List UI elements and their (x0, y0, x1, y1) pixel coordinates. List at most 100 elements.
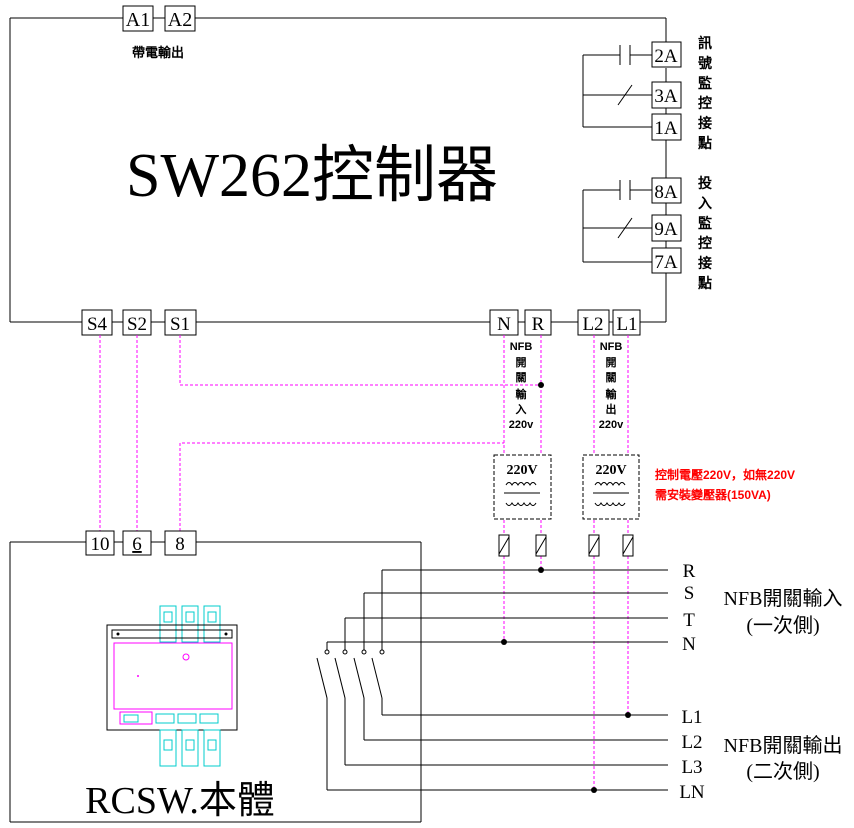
transformer-1-secondary (505, 502, 537, 506)
rcsw-box (9, 541, 422, 823)
fuse (622, 534, 634, 557)
input-caption-char: 接 (698, 255, 712, 271)
terminal-10: 10 (85, 530, 115, 556)
terminal-s4: S4 (81, 309, 113, 336)
terminal-s2: S2 (122, 309, 152, 336)
terminal-r-label: R (532, 314, 545, 335)
terminal-s2-label: S2 (127, 314, 147, 335)
top-terminal-caption: 帶電輸出 (132, 45, 184, 60)
control-wires (99, 335, 629, 790)
terminal-6-label: 6 (132, 534, 142, 555)
terminal-2a: 2A (651, 41, 682, 68)
fuses (498, 534, 634, 557)
terminal-a1: A1 (122, 5, 154, 32)
terminal-l1-label: L1 (616, 314, 637, 335)
terminal-9a-label: 9A (654, 219, 678, 240)
terminal-a2: A2 (164, 5, 196, 32)
terminal-2a-label: 2A (654, 46, 678, 67)
nfb-in-label-line: 輸 (516, 387, 528, 401)
input-caption-char: 投 (698, 175, 712, 191)
device-terminal-bottom (181, 729, 199, 767)
line-label-l1: L1 (681, 707, 702, 728)
signal-caption-char: 號 (698, 55, 712, 71)
terminal-7a: 7A (651, 247, 682, 274)
transformer-2-primary (594, 482, 626, 486)
line-label-t: T (683, 610, 695, 631)
nfb-out-label-line: 輸 (606, 387, 618, 401)
terminal-s1: S1 (164, 309, 197, 336)
line-label-l2: L2 (681, 732, 702, 753)
terminal-1a: 1A (651, 113, 682, 141)
voltage-note: 控制電壓220V，如無220V 需安裝變壓器(150VA) (655, 467, 795, 502)
power-lines (316, 569, 668, 791)
terminal-8a: 8A (651, 177, 682, 204)
nfb-in-label: NFB 開 關 輸 入 220v (509, 341, 534, 431)
transformer-2: 220V (582, 454, 640, 520)
transformer-1-label: 220V (506, 463, 537, 478)
nfb-input-subtitle: (一次側) (746, 614, 819, 637)
junction-dot (538, 382, 544, 388)
device-terminal-bottom (159, 729, 177, 767)
nfb-out-label: NFB 開 關 輸 出 220v (599, 341, 624, 431)
input-caption-char: 入 (698, 195, 712, 211)
line-label-r: R (683, 561, 696, 582)
output-line-labels: L1 L2 L3 LN (679, 707, 705, 803)
terminal-n: N (489, 309, 519, 336)
fuse (498, 534, 510, 557)
nfb-in-label-line: 關 (516, 371, 527, 384)
nfb-out-label-line: 開 (606, 356, 617, 369)
rcsw-device (106, 605, 238, 767)
input-caption-char: 監 (698, 215, 712, 231)
line-label-n: N (682, 634, 696, 655)
nfb-in-label-line: 入 (516, 403, 527, 416)
voltage-note-line1: 控制電壓220V，如無220V (655, 467, 795, 482)
transformer-1-primary (505, 482, 537, 486)
device-terminal-top (159, 605, 177, 643)
terminal-9a: 9A (651, 214, 682, 242)
terminal-a1-label: A1 (126, 9, 150, 31)
transformer-1: 220V (493, 454, 552, 520)
terminal-a2-label: A2 (168, 9, 192, 31)
nfb-input-title: NFB開關輸入 (724, 587, 843, 610)
nfb-in-label-line: NFB (510, 341, 533, 353)
input-caption: 投 入 監 控 接 點 (698, 175, 712, 291)
line-label-ln: LN (679, 782, 705, 803)
terminal-10-label: 10 (91, 534, 110, 555)
nfb-out-label-line: NFB (600, 341, 623, 353)
transformer-2-secondary (594, 502, 626, 506)
input-contacts (582, 180, 667, 263)
signal-caption: 訊 號 監 控 接 點 (698, 35, 712, 151)
terminal-n-label: N (497, 314, 511, 335)
switch-contacts (324, 649, 385, 655)
nfb-output-subtitle: (二次側) (746, 760, 819, 783)
device-terminal-top (203, 605, 221, 643)
terminal-8a-label: 8A (654, 182, 678, 203)
line-label-l3: L3 (681, 757, 702, 778)
device-terminal-bottom (203, 729, 221, 767)
terminal-7a-label: 7A (654, 252, 678, 273)
junction-dots (501, 567, 631, 793)
terminal-l2: L2 (577, 309, 610, 336)
terminal-3a: 3A (651, 81, 682, 109)
controller-title: SW262控制器 (126, 142, 498, 210)
terminal-s1-label: S1 (170, 314, 190, 335)
nfb-in-label-line: 開 (516, 356, 527, 369)
terminal-1a-label: 1A (654, 118, 678, 139)
signal-caption-char: 訊 (698, 35, 712, 51)
signal-caption-char: 監 (698, 75, 712, 91)
device-terminal-top (181, 605, 199, 643)
terminal-8: 8 (164, 530, 197, 556)
device-panel (113, 642, 233, 710)
terminal-8-label: 8 (175, 534, 185, 555)
terminal-s4-label: S4 (87, 314, 108, 335)
line-label-s: S (684, 583, 695, 604)
signal-caption-char: 接 (698, 115, 712, 131)
terminal-6: 6 (122, 530, 152, 556)
voltage-note-line2: 需安裝變壓器(150VA) (655, 487, 771, 502)
signal-contacts (582, 45, 667, 178)
terminal-l1: L1 (612, 309, 641, 336)
nfb-in-label-line: 220v (509, 419, 534, 431)
rcsw-title: RCSW.本體 (85, 780, 275, 822)
terminal-3a-label: 3A (654, 86, 678, 107)
